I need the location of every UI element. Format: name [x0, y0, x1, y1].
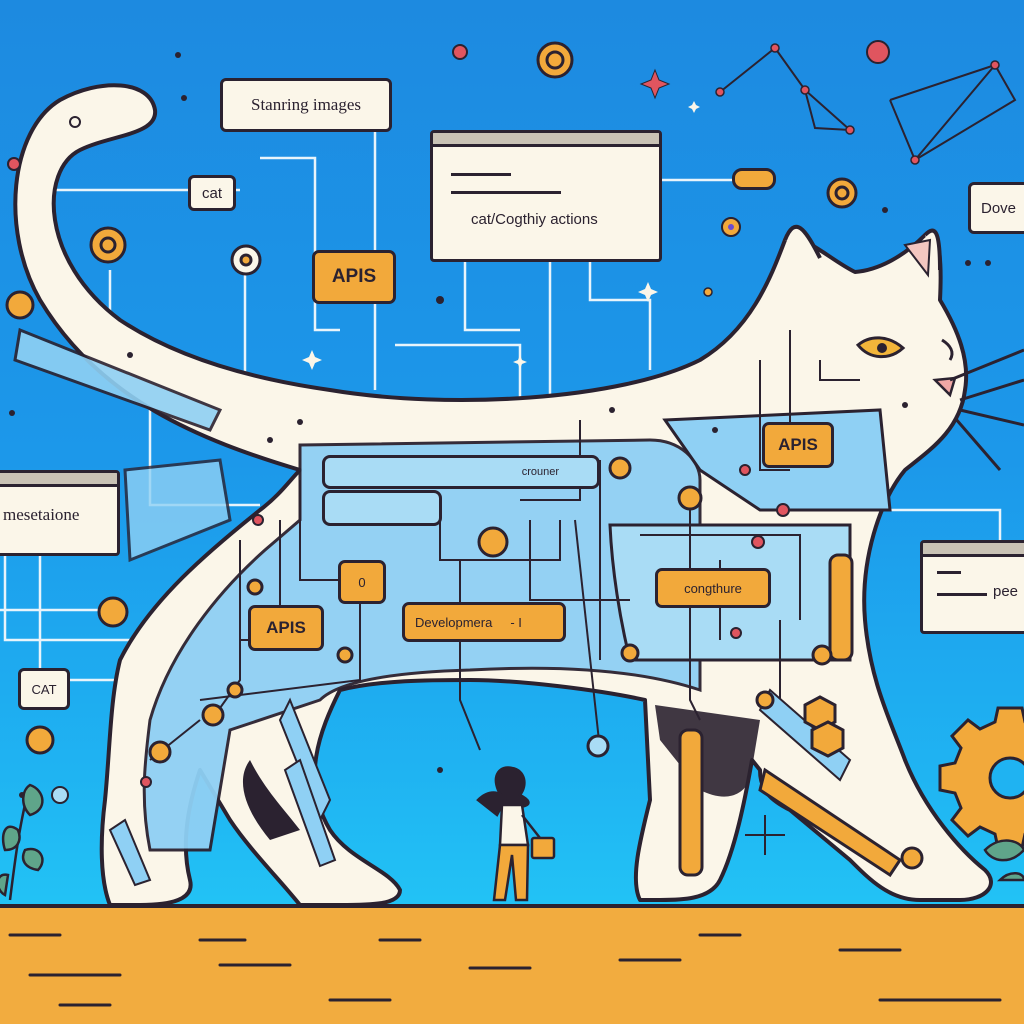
- circuit-nodes: [5, 41, 924, 870]
- constellation-icon: [719, 46, 1017, 162]
- mesotaione-text: mesetaione: [3, 505, 80, 524]
- mesotaione-window: mesetaione: [0, 470, 120, 556]
- cognitive-actions-text: cat/Cogthiy actions: [471, 211, 598, 228]
- zero-node: 0: [338, 560, 386, 604]
- developer-figure: [476, 766, 556, 902]
- cat-whiskers: [949, 348, 1024, 471]
- apis-tag-head: APIS: [762, 422, 834, 468]
- cat-nose: [932, 376, 957, 398]
- ground-dashes: [8, 933, 1002, 1007]
- cat-label-bottom: CAT: [18, 668, 70, 710]
- developmera-tag: Developmera - I: [402, 602, 566, 642]
- dove-label: Dove: [968, 182, 1024, 234]
- pee-text: pee: [993, 583, 1019, 600]
- developmera-text: Developmera: [415, 614, 493, 630]
- cognitive-actions-window: cat/Cogthiy actions: [430, 130, 662, 262]
- developmera-suffix: - I: [510, 614, 522, 630]
- apis-tag-lower: APIS: [248, 605, 324, 651]
- connector-pill: [732, 168, 776, 190]
- apis-tag-upper: APIS: [312, 250, 396, 304]
- cat-label-top: cat: [188, 175, 236, 211]
- gear-icon: [938, 706, 1024, 850]
- hex-nodes: [803, 695, 845, 758]
- creature-bar: crouner: [322, 455, 600, 489]
- starting-images-label: Stanring images: [220, 78, 392, 132]
- sparkle-icon: [302, 68, 700, 370]
- congthure-tag: congthure: [655, 568, 771, 608]
- ground: [0, 905, 1024, 1024]
- leaf-icon: [0, 783, 1024, 901]
- window-titlebar: [433, 133, 659, 147]
- sparkle-icon: [703, 217, 741, 297]
- input-bar: [322, 490, 442, 526]
- leg-bar: [678, 728, 704, 877]
- pee-window: pee: [920, 540, 1024, 634]
